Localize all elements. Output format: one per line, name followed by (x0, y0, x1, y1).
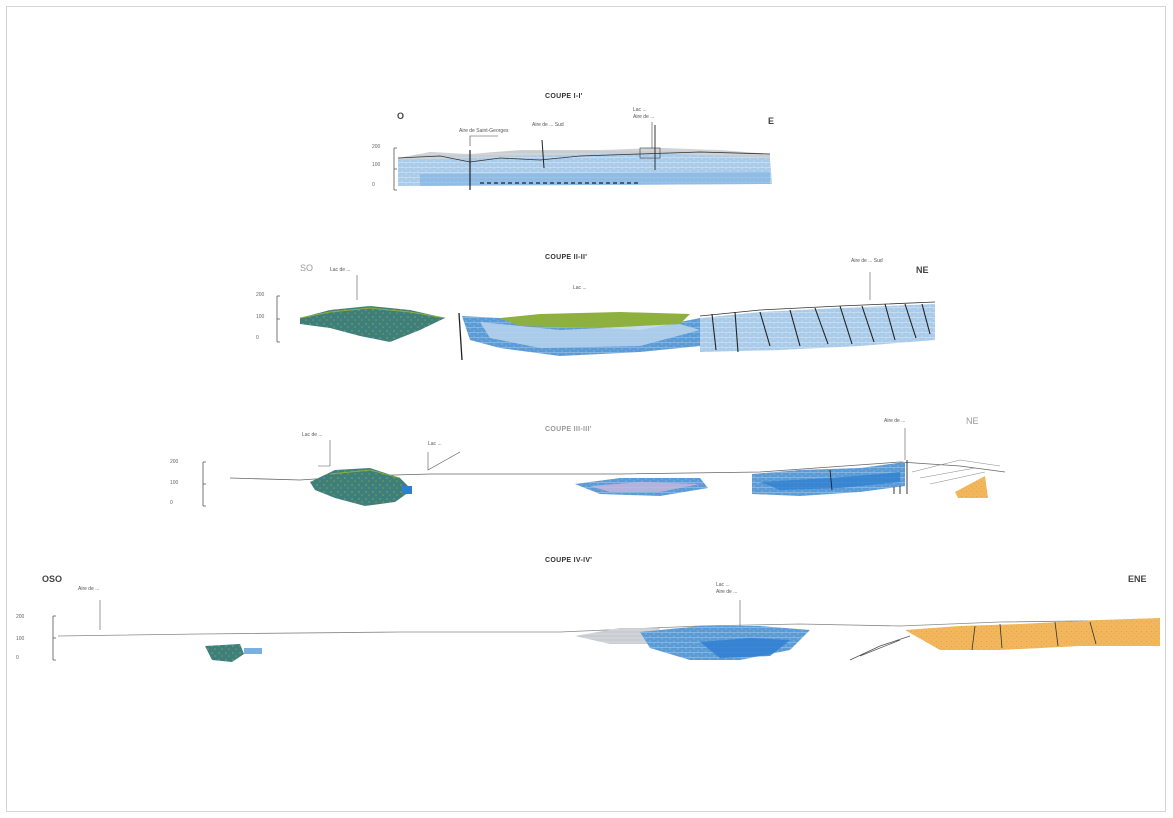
section-4-sand-faults (971, 621, 1097, 651)
section-2-green-fill (500, 312, 690, 328)
callout-label-4b: Lac ... (716, 582, 730, 588)
scale-top-1: 200 (372, 144, 381, 150)
section-3-teal-body (310, 468, 412, 506)
section-2-faults (711, 303, 931, 353)
scale-top-2: 200 (256, 292, 265, 298)
orientation-right-4: ENE (1128, 574, 1147, 584)
section-4-basin-dark (700, 638, 790, 658)
section-title-2: COUPE II-II' (545, 254, 588, 261)
callout-label-1a: Aire de Saint-Georges (459, 128, 509, 134)
callout-label-3a: Lac de ... (302, 432, 323, 438)
section-1-callout-a (469, 135, 498, 146)
section-3-callout-a (318, 440, 331, 467)
scale-bot-1: 0 (372, 182, 375, 188)
callout-label-2a: Lac de ... (330, 267, 351, 273)
scale-bar-2 (276, 295, 280, 343)
callout-label-4c: Aire de ... (716, 589, 738, 595)
section-3-east-strata (911, 459, 1001, 485)
callout-label-4a: Aire de ... (78, 586, 100, 592)
section-title-1: COUPE I-I' (545, 93, 583, 100)
section-3-sand-wedge (955, 476, 988, 498)
scale-bar-4 (52, 615, 56, 661)
section-3-drawing (202, 428, 1006, 507)
section-2-teal-rim (299, 307, 446, 319)
section-4-thrust-lines (849, 635, 911, 661)
section-1-marker (639, 147, 661, 159)
section-2-main-fault (458, 312, 463, 361)
section-1-fault-b (541, 139, 545, 169)
scale-bot-3: 0 (170, 500, 173, 506)
section-3-mid-lens-light (590, 482, 700, 492)
section-1-deep-layer (420, 172, 770, 186)
orientation-right-1: E (768, 116, 775, 126)
section-3-faults (829, 460, 908, 494)
scale-bar-1 (393, 147, 397, 191)
scale-bar-3 (202, 461, 206, 507)
section-2-drawing (276, 272, 936, 361)
scale-mid-2: 100 (256, 314, 265, 320)
orientation-right-2: NE (916, 265, 929, 275)
section-2-basin-light (480, 322, 700, 348)
section-1-surface (397, 151, 771, 163)
section-title-3: COUPE III-III' (545, 426, 592, 433)
callout-label-3b: Lac ... (428, 441, 442, 447)
scale-top-3: 200 (170, 459, 179, 465)
scale-top-4: 200 (16, 614, 25, 620)
scale-mid-1: 100 (372, 162, 381, 168)
section-4-teal-body (205, 644, 244, 662)
callout-label-1c: Lac ... (633, 107, 647, 113)
section-2-teal-body (300, 306, 445, 342)
callout-label-3c: Aire de ... (884, 418, 906, 424)
section-2-east-layers (700, 304, 935, 352)
scale-bot-4: 0 (16, 655, 19, 661)
orientation-left-4: OSO (42, 574, 63, 584)
orientation-right-3: NE (966, 416, 979, 426)
section-4-blue-patch (244, 648, 262, 654)
section-3-callout-b (427, 451, 461, 471)
callout-label-1d: Aire de ... (633, 114, 655, 120)
section-title-4: COUPE IV-IV' (545, 557, 593, 564)
figure-frame (6, 6, 1166, 812)
section-3-east-body-dark (760, 472, 900, 490)
orientation-left-1: O (397, 111, 405, 121)
section-4-grey-wedge (575, 628, 660, 644)
section-3-blue-patch-small (402, 486, 412, 494)
section-2-east-surface (699, 301, 936, 317)
callout-label-2c: Aire de ... Sud (851, 258, 883, 264)
section-4-sand-body (905, 618, 1160, 650)
section-3-teal-rim (329, 469, 401, 479)
callout-label-1b: Aire de ... Sud (532, 122, 564, 128)
section-4-drawing (52, 600, 1161, 662)
callout-label-2b: Lac ... (573, 285, 587, 291)
scale-mid-3: 100 (170, 480, 179, 486)
scale-mid-4: 100 (16, 636, 25, 642)
scale-bot-2: 0 (256, 335, 259, 341)
orientation-left-2: SO (300, 263, 314, 273)
section-1-drawing (393, 122, 772, 191)
